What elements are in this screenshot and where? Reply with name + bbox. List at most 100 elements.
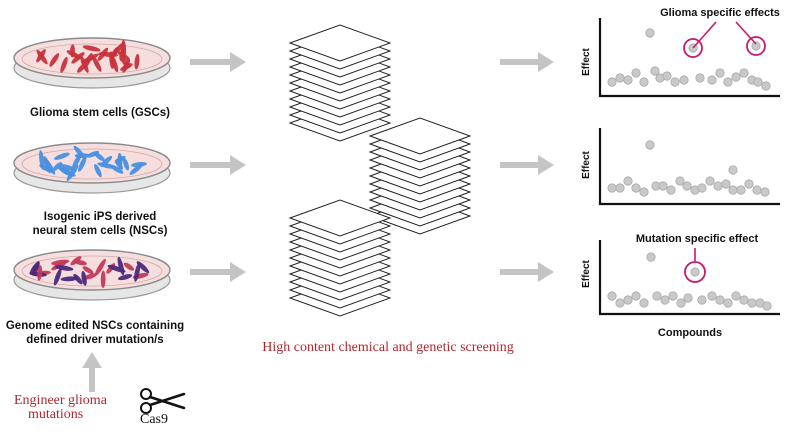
compounds-label: Compounds: [657, 327, 723, 339]
cell: [94, 258, 106, 276]
plate-stack-3: [288, 199, 392, 317]
plot-point: [747, 298, 757, 308]
arrow-dish-to-screen-1: [190, 52, 246, 72]
plate: [288, 199, 392, 237]
plot-point: [660, 295, 670, 305]
plot-point: [683, 293, 693, 303]
cell: [117, 152, 123, 168]
plot-point: [668, 291, 678, 301]
cell: [60, 276, 78, 282]
petri-dish-edited: [13, 249, 171, 301]
cell: [86, 150, 100, 158]
plot-point: [639, 298, 649, 308]
plate-stack-1: [288, 24, 392, 142]
plot-point: [707, 75, 717, 85]
nsc-label-line1: Isogenic iPS derived: [43, 211, 157, 223]
petri-dish-nsc: [13, 142, 171, 194]
plot-point: [679, 75, 689, 85]
plot-point: [728, 165, 738, 175]
plot-point: [623, 295, 633, 305]
plot-point: [705, 176, 715, 186]
cell: [131, 161, 147, 168]
effect-plot-1: [598, 18, 780, 98]
plot-point: [639, 77, 649, 87]
cell: [78, 156, 87, 172]
plot-point: [713, 181, 723, 191]
plot-point: [607, 77, 617, 87]
scissors-icon: [140, 388, 186, 414]
cell: [134, 53, 140, 70]
plot-point: [662, 71, 672, 81]
cell: [136, 261, 150, 274]
cell: [81, 270, 87, 286]
edited-nsc-label: Genome edited NSCs containing defined dr…: [0, 319, 190, 347]
plot-point: [652, 291, 662, 301]
plot-point: [631, 68, 641, 78]
arrow-dish-to-screen-3: [190, 262, 246, 282]
plot-point: [645, 28, 655, 38]
plot-point: [695, 73, 705, 83]
plot-point: [607, 183, 617, 193]
plot-point: [744, 179, 754, 189]
glioma-specific-callout: [683, 21, 766, 58]
cell: [54, 152, 70, 160]
cell: [82, 45, 101, 52]
cell: [37, 265, 43, 281]
engineer-label-line1: Engineer glioma: [14, 393, 107, 408]
edited-nsc-label-line2: defined driver mutation/s: [26, 334, 164, 346]
plot-point: [715, 68, 725, 78]
plot-2-ylabel: Effect: [581, 151, 592, 179]
cell: [60, 56, 68, 73]
effect-plot-2: [598, 128, 780, 206]
mutation-specific-callout: [684, 248, 706, 283]
plot-point: [739, 68, 749, 78]
plot-point: [723, 298, 733, 308]
nsc-label: Isogenic iPS derived neural stem cells (…: [10, 210, 190, 238]
plate: [288, 24, 392, 62]
cell: [134, 263, 141, 282]
arrow-screen-to-plot-2: [500, 155, 554, 175]
screening-label: High content chemical and genetic screen…: [262, 340, 514, 355]
plate: [368, 117, 472, 155]
plot-point: [615, 298, 625, 308]
plot-point: [690, 267, 700, 277]
plot-point: [675, 176, 685, 186]
plot-point: [639, 187, 649, 197]
cell: [57, 166, 76, 177]
petri-dish-gsc: [13, 37, 171, 89]
arrow-engineer-up: [82, 352, 102, 392]
cell: [66, 50, 81, 59]
plot-point: [707, 291, 717, 301]
plot-1-ylabel: Effect: [581, 48, 592, 76]
plot-point: [736, 185, 746, 195]
plot-point: [676, 298, 686, 308]
plot-point: [658, 181, 668, 191]
plot-point: [697, 295, 707, 305]
plot-point: [752, 185, 762, 195]
plot-point: [723, 77, 733, 87]
plot-point: [762, 301, 772, 311]
plot-point: [670, 77, 680, 87]
edited-nsc-label-line1: Genome edited NSCs containing: [5, 320, 185, 332]
plot-point: [761, 81, 771, 91]
cell: [39, 164, 54, 173]
plot-point: [751, 41, 761, 51]
plot-point: [760, 187, 770, 197]
cell: [122, 157, 130, 171]
plot-point: [753, 77, 763, 87]
plot-3-ylabel: Effect: [581, 260, 592, 288]
plate-stack-2: [368, 117, 472, 235]
plot-point: [721, 179, 731, 189]
plot-point: [731, 72, 741, 82]
cell: [52, 162, 63, 171]
plot-point: [623, 176, 633, 186]
cas9-label: Cas9: [140, 412, 168, 427]
cell: [107, 264, 126, 273]
cell: [120, 63, 133, 71]
plot-point: [646, 252, 656, 262]
plot-point: [739, 295, 749, 305]
cell: [123, 262, 135, 271]
plot-axes: [598, 128, 780, 206]
plot-axes: [598, 240, 780, 316]
